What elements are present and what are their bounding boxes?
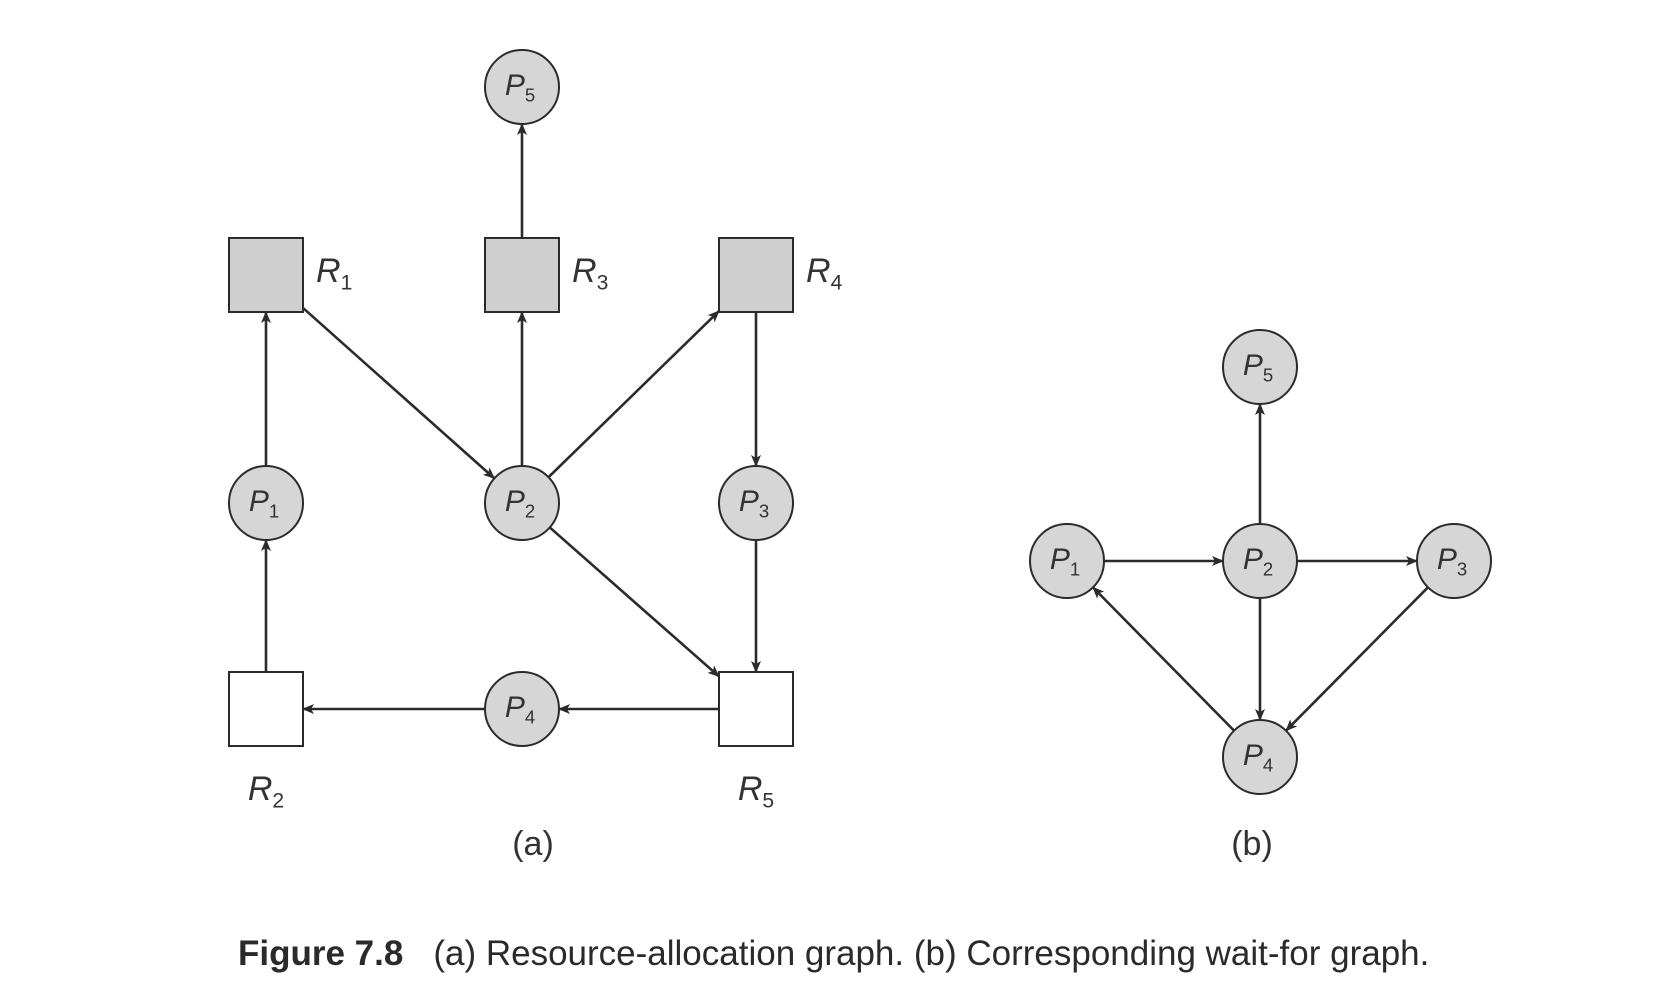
process-label: P4: [505, 691, 535, 728]
figure-number: Figure 7.8: [238, 934, 404, 973]
process-label: P4: [1243, 739, 1273, 776]
edge-a-R1-to-a-P2: [302, 306, 496, 480]
process-label: P1: [249, 485, 279, 522]
node-a-R5: R5: [718, 671, 794, 812]
process-circle: [1029, 523, 1105, 599]
process-label: P5: [505, 69, 535, 106]
resource-square: [228, 237, 304, 313]
panel-label-b: (b): [1231, 825, 1273, 863]
node-a-R2: R2: [228, 671, 304, 812]
node-a-P4: P4: [484, 671, 560, 747]
resource-label: R5: [738, 770, 774, 812]
edge-b-P3-to-b-P4: [1285, 586, 1429, 732]
resource-label: R1: [316, 252, 352, 294]
process-circle: [228, 465, 304, 541]
resource-square: [484, 237, 560, 313]
node-a-R4: R4: [718, 237, 843, 313]
edge-a-P2-to-a-R5: [548, 526, 720, 678]
process-label: P2: [505, 485, 535, 522]
resource-label: R3: [572, 252, 608, 294]
process-label: P1: [1050, 543, 1080, 580]
process-label: P5: [1243, 349, 1273, 386]
node-b-P4: P4: [1222, 719, 1298, 795]
resource-label: R4: [806, 252, 843, 294]
caption-text: (a) Resource-allocation graph. (b) Corre…: [433, 934, 1430, 973]
process-circle: [484, 465, 560, 541]
resource-square: [228, 671, 304, 747]
process-circle: [484, 49, 560, 125]
process-circle: [1416, 523, 1492, 599]
process-label: P3: [739, 485, 769, 522]
node-a-R1: R1: [228, 237, 352, 313]
node-a-P3: P3: [718, 465, 794, 541]
edge-a-P2-to-a-R4: [547, 310, 720, 479]
process-circle: [1222, 523, 1298, 599]
node-a-P2: P2: [484, 465, 560, 541]
node-a-P5: P5: [484, 49, 560, 125]
panel-label-a: (a): [512, 825, 554, 863]
resource-square: [718, 671, 794, 747]
node-b-P5: P5: [1222, 329, 1298, 405]
process-label: P3: [1437, 543, 1467, 580]
resource-square: [718, 237, 794, 313]
process-circle: [484, 671, 560, 747]
resource-label: R2: [248, 770, 284, 812]
node-a-R3: R3: [484, 237, 608, 313]
node-a-P1: P1: [228, 465, 304, 541]
node-b-P3: P3: [1416, 523, 1492, 599]
figure-caption: Figure 7.8 (a) Resource-allocation graph.…: [238, 934, 1429, 974]
node-b-P2: P2: [1222, 523, 1298, 599]
node-b-P1: P1: [1029, 523, 1105, 599]
process-circle: [1222, 329, 1298, 405]
process-circle: [1222, 719, 1298, 795]
process-label: P2: [1243, 543, 1273, 580]
edge-b-P4-to-b-P1: [1092, 586, 1235, 732]
process-circle: [718, 465, 794, 541]
